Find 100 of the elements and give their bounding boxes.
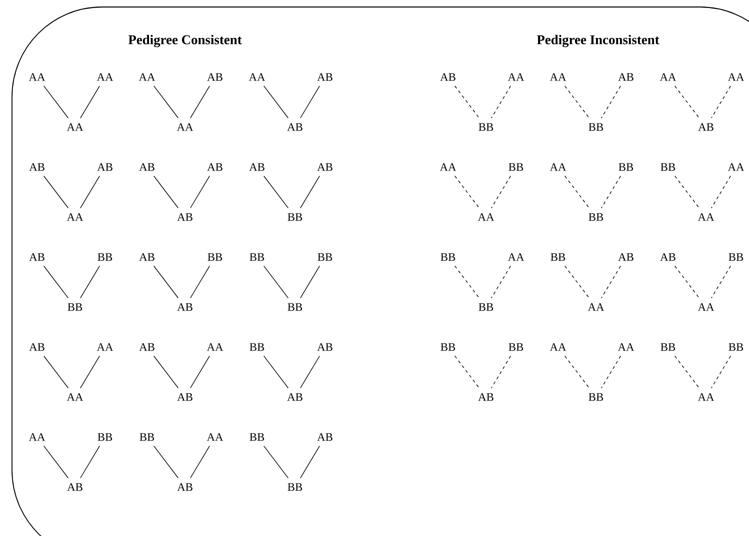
dashed-line [564, 176, 590, 208]
genotype-label: AB [29, 253, 44, 261]
connector-line [80, 266, 100, 298]
genotype-label: AB [317, 163, 332, 171]
dashed-line [454, 86, 480, 118]
genotype-label: AB [478, 393, 494, 401]
genotype-label: AA [698, 213, 714, 221]
dashed-line [711, 266, 731, 298]
connector-line [190, 176, 210, 208]
connector-line [154, 266, 179, 298]
dashed-line [674, 86, 700, 118]
genotype-label: AA [96, 343, 114, 351]
genotype-label: AA [248, 73, 266, 81]
genotype-label: BB [660, 343, 676, 351]
genotype-label: BB [208, 253, 222, 261]
dashed-line [674, 176, 700, 208]
genotype-label: AA [206, 343, 224, 351]
genotype-label: AB [177, 213, 192, 221]
connector-line [153, 446, 179, 478]
genotype-label: AA [66, 213, 84, 221]
genotype-label: AB [139, 253, 154, 261]
connector-line [263, 266, 289, 298]
genotype-label: AA [28, 73, 46, 81]
section-heading: Pedigree Inconsistent [536, 34, 660, 48]
connector-line [153, 86, 179, 118]
connector-line [154, 356, 179, 388]
connector-line [43, 446, 69, 478]
genotype-label: AB [440, 73, 456, 81]
connector-line [264, 176, 289, 208]
genotype-label: AA [508, 73, 524, 81]
dashed-line [711, 86, 731, 118]
genotype-label: BB [68, 303, 82, 311]
connector-line [80, 356, 100, 388]
dashed-line [601, 176, 621, 208]
dashed-line [491, 356, 511, 388]
genotype-label: AB [317, 433, 332, 441]
dashed-line [674, 356, 700, 388]
connector-line [300, 446, 320, 478]
dashed-line [491, 266, 511, 298]
genotype-label: AB [249, 163, 264, 171]
dashed-line [491, 176, 511, 208]
genotype-label: AA [478, 213, 494, 221]
connector-line [190, 446, 210, 478]
genotype-label: AA [550, 343, 566, 351]
connector-line [44, 356, 69, 388]
genotype-label: BB [288, 483, 302, 491]
connector-line [44, 176, 69, 208]
connector-line [190, 266, 210, 298]
section-heading: Pedigree Consistent [128, 34, 242, 48]
genotype-label: AA [698, 303, 714, 311]
genotype-label: AB [618, 73, 634, 81]
genotype-label: BB [508, 343, 524, 351]
dashed-line [564, 266, 590, 298]
genotype-label: AB [207, 73, 222, 81]
genotype-label: AA [728, 73, 744, 81]
genotype-label: BB [508, 163, 524, 171]
connector-line [43, 86, 69, 118]
genotype-label: AB [660, 253, 676, 261]
genotype-label: BB [440, 343, 456, 351]
genotype-label: AB [177, 483, 192, 491]
connector-line [80, 176, 100, 208]
genotype-label: AA [618, 343, 634, 351]
genotype-label: BB [250, 253, 264, 261]
connector-line [44, 266, 69, 298]
connector-line [80, 446, 100, 478]
genotype-label: BB [318, 253, 332, 261]
genotype-label: AB [287, 123, 302, 131]
genotype-label: AA [96, 73, 114, 81]
dashed-line [601, 86, 621, 118]
dashed-line [564, 86, 590, 118]
connector-line [190, 86, 210, 118]
connector-line [263, 86, 289, 118]
genotype-label: AB [97, 163, 112, 171]
dashed-line [711, 356, 731, 388]
dashed-line [601, 356, 621, 388]
dashed-line [674, 266, 700, 298]
dashed-line [491, 86, 511, 118]
genotype-label: AA [66, 123, 84, 131]
connector-line [300, 176, 320, 208]
dashed-line [711, 176, 731, 208]
genotype-label: BB [250, 343, 264, 351]
genotype-label: BB [478, 123, 494, 131]
genotype-label: AA [206, 433, 224, 441]
connector-line [300, 356, 320, 388]
genotype-label: AB [207, 163, 222, 171]
dashed-line [601, 266, 621, 298]
dashed-line [454, 176, 480, 208]
connector-line [263, 356, 289, 388]
genotype-label: AA [66, 393, 84, 401]
genotype-label: AA [28, 433, 46, 441]
genotype-label: AB [177, 393, 192, 401]
genotype-label: AA [176, 123, 194, 131]
genotype-label: BB [550, 253, 566, 261]
genotype-label: AA [550, 163, 566, 171]
connector-line [154, 176, 179, 208]
genotype-label: BB [478, 303, 494, 311]
genotype-label: AB [317, 73, 332, 81]
genotype-label: BB [618, 163, 634, 171]
genotype-label: AA [508, 253, 524, 261]
genotype-label: BB [140, 433, 154, 441]
